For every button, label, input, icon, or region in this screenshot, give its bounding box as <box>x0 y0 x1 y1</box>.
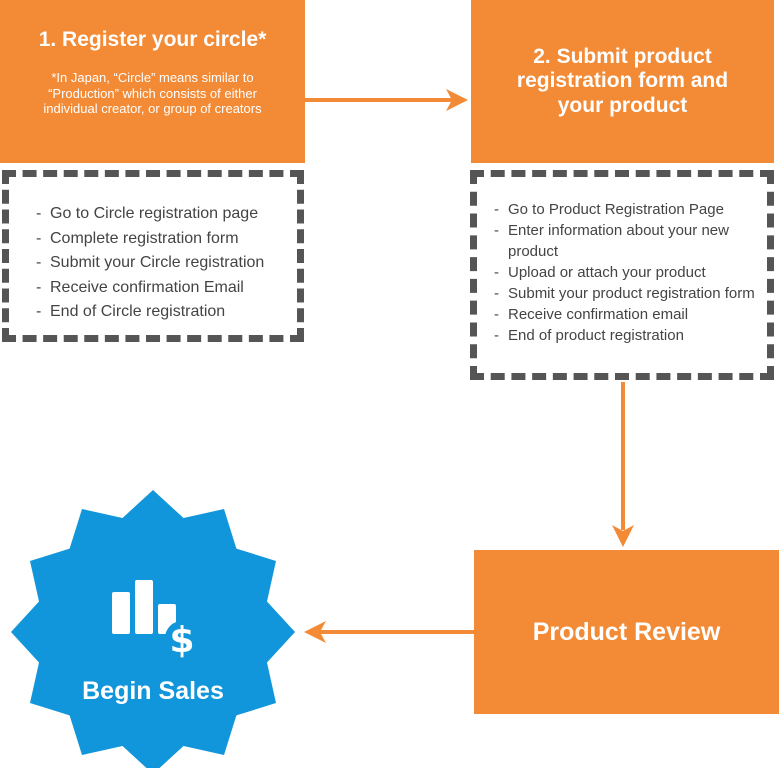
arrow-review-to-sales <box>304 621 474 643</box>
arrow-step2-to-review <box>612 382 634 547</box>
list-item: End of Circle registration <box>36 300 289 325</box>
list-item: Enter information about your new product <box>494 220 759 262</box>
step1-box: 1. Register your circle* *In Japan, “Cir… <box>0 0 305 163</box>
list-item: Submit your Circle registration <box>36 251 289 276</box>
list-item: Go to Product Registration Page <box>494 199 759 220</box>
step2-title: 2. Submit product registration form and … <box>516 45 729 117</box>
list-item: Submit your product registration form <box>494 283 759 304</box>
step1-title: 1. Register your circle* <box>38 28 267 51</box>
review-box: Product Review <box>474 550 779 714</box>
list-item: Complete registration form <box>36 227 289 252</box>
list-item: Receive confirmation email <box>494 304 759 325</box>
arrow-step1-to-step2 <box>305 89 468 111</box>
step1-checklist: Go to Circle registration page Complete … <box>2 170 304 342</box>
bar-chart-dollar-icon: $ <box>112 580 199 661</box>
list-item: Upload or attach your product <box>494 262 759 283</box>
list-item: Go to Circle registration page <box>36 202 289 227</box>
list-item: Receive confirmation Email <box>36 276 289 301</box>
svg-text:$: $ <box>169 620 194 661</box>
step2-box: 2. Submit product registration form and … <box>471 0 774 163</box>
review-title: Product Review <box>532 617 721 646</box>
step2-checklist: Go to Product Registration Page Enter in… <box>470 170 774 380</box>
list-item: End of product registration <box>494 325 759 346</box>
begin-sales-label: Begin Sales <box>82 677 224 705</box>
step1-note: *In Japan, “Circle” means similar to “Pr… <box>43 70 262 117</box>
